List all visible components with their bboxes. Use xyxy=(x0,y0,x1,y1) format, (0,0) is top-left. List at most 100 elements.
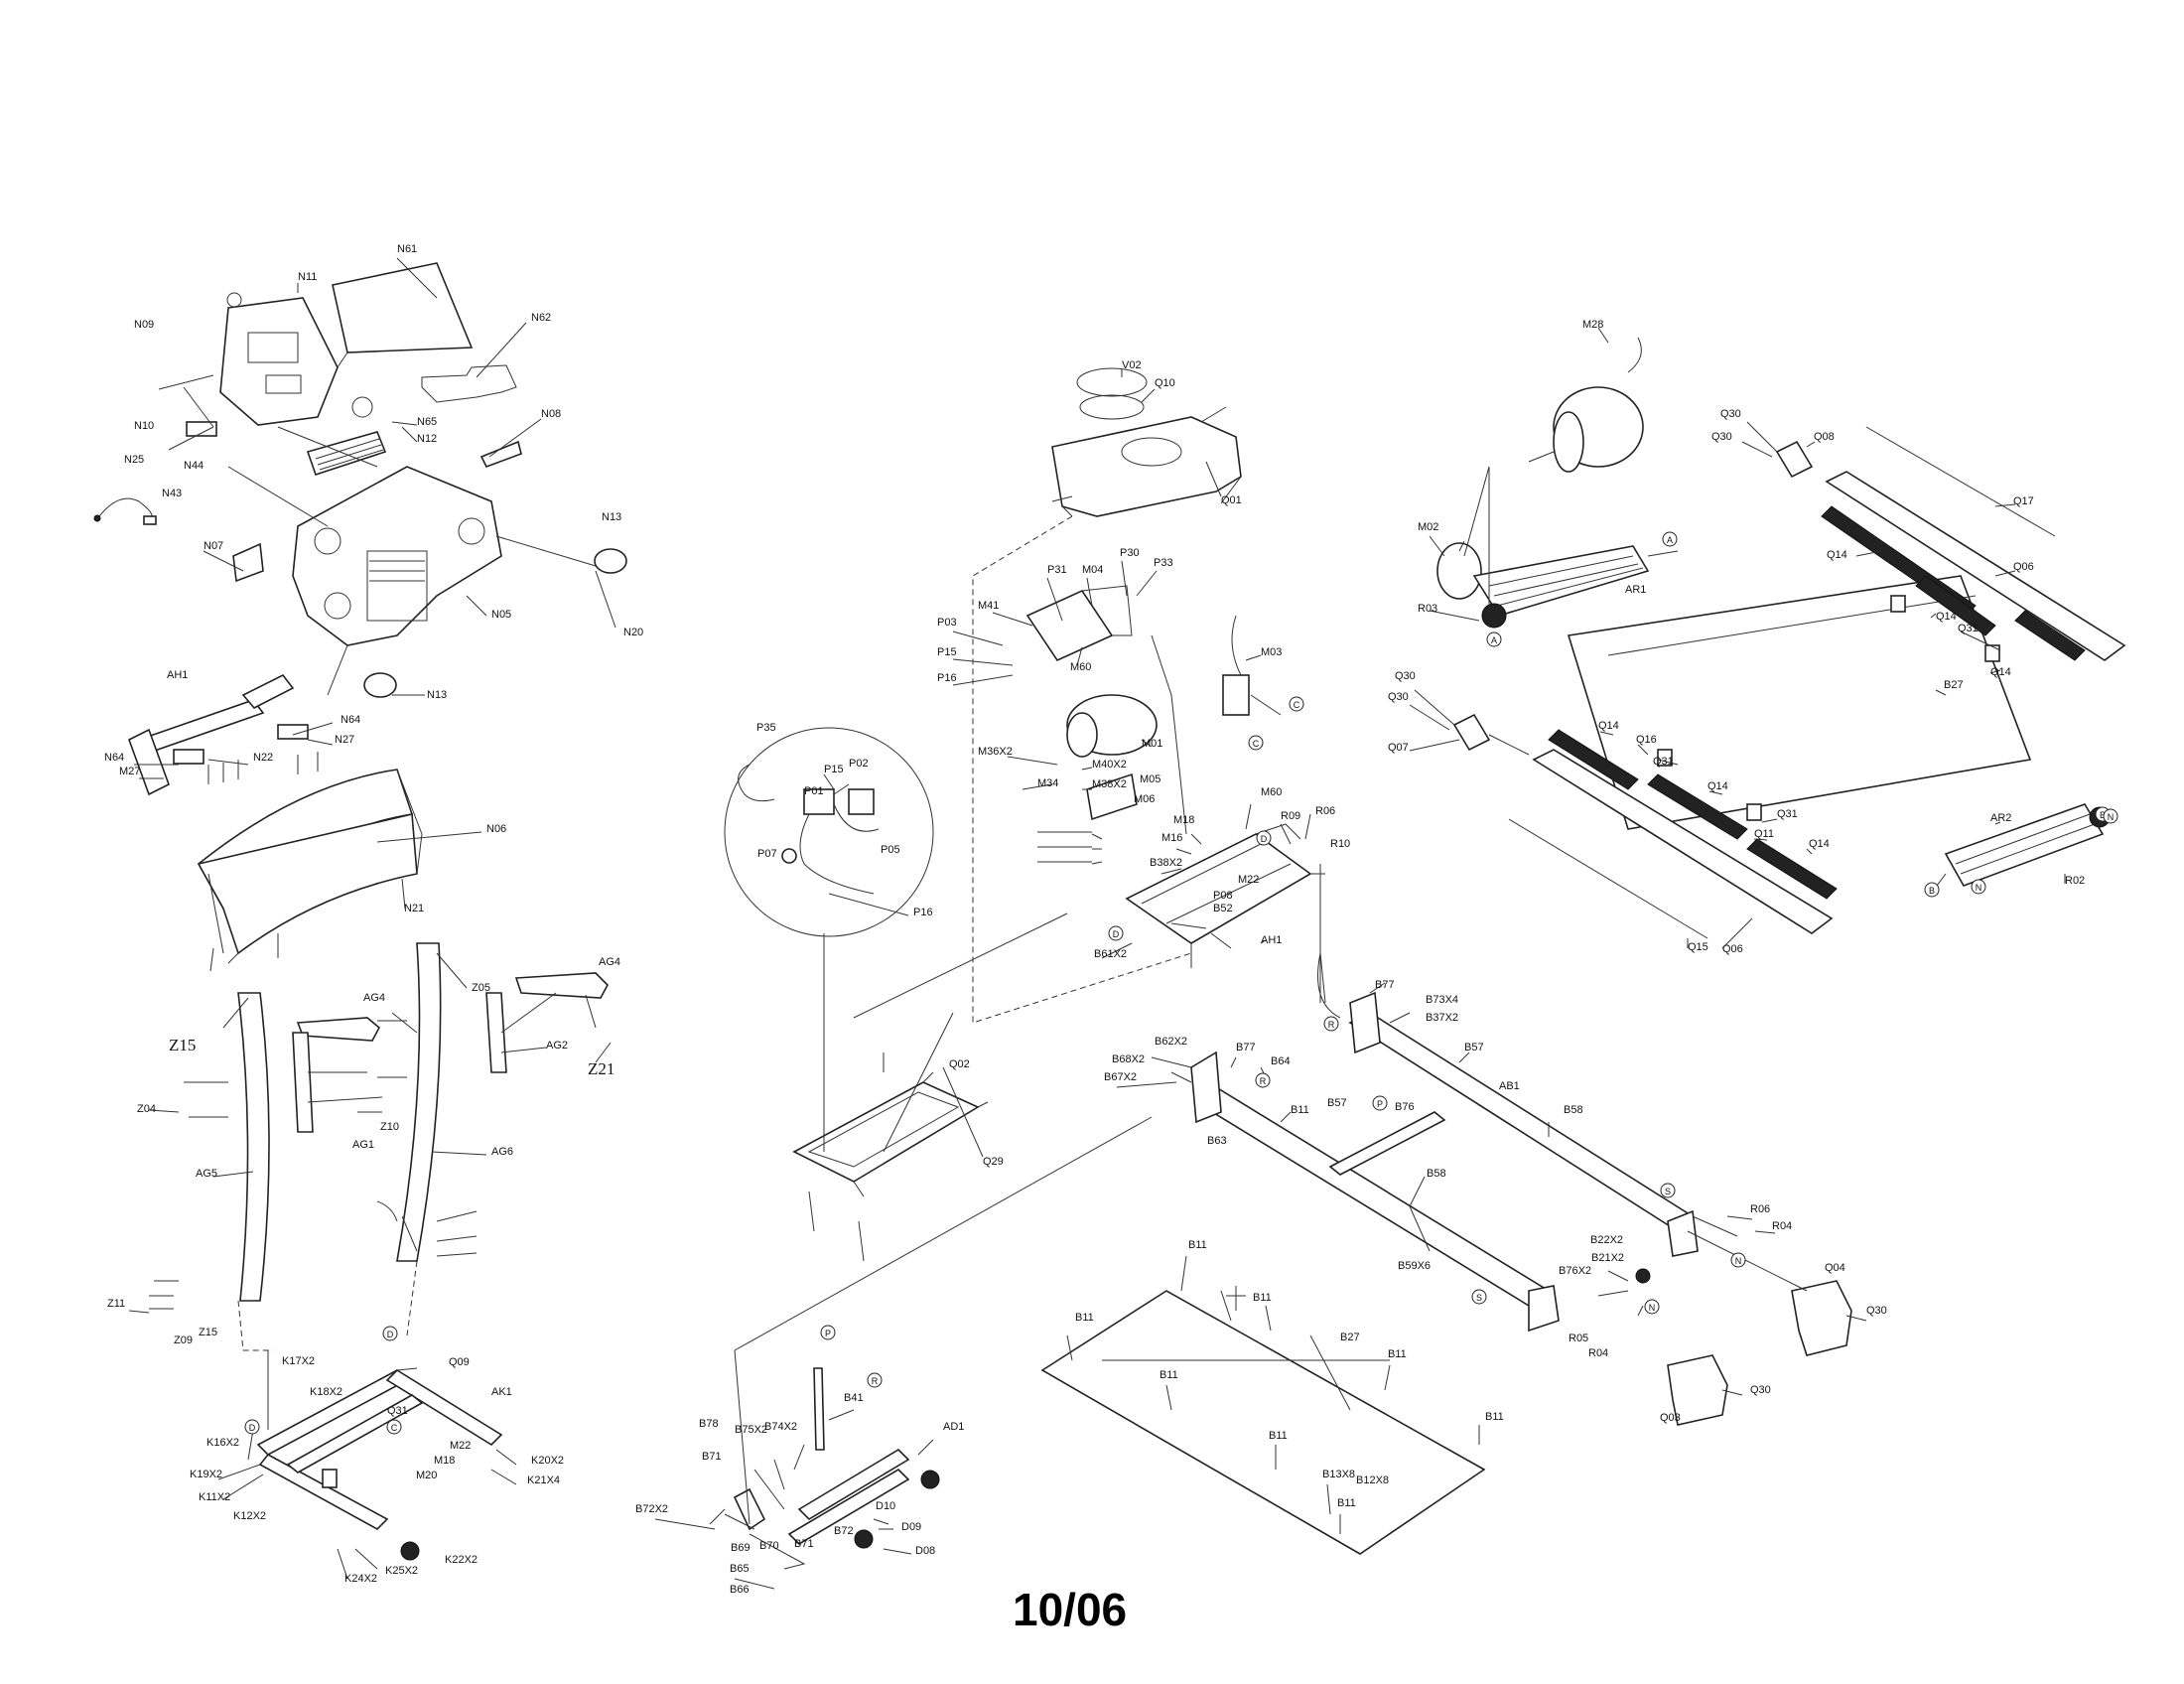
part-label: Z09 xyxy=(174,1334,193,1346)
callout-letter: C xyxy=(1294,700,1300,710)
tread-q14-6 xyxy=(1746,838,1838,900)
part-label: M06 xyxy=(1134,793,1155,805)
part-label: Q03 xyxy=(1660,1412,1681,1424)
part-label: Q14 xyxy=(1827,549,1847,561)
callout-marker: N xyxy=(1730,1252,1746,1268)
part-label: M28 xyxy=(1582,319,1603,331)
end-cap-q03 xyxy=(1667,1354,1728,1426)
part-label: Q02 xyxy=(949,1058,970,1070)
part-label: M60 xyxy=(1261,786,1282,798)
part-label: B72X2 xyxy=(635,1503,668,1515)
roller-pulley xyxy=(1481,603,1507,629)
callout-circle xyxy=(382,1326,398,1341)
right-leaders xyxy=(1458,467,1490,606)
part-label: N65 xyxy=(417,416,437,428)
callout-marker: N xyxy=(1644,1299,1660,1315)
part-label: B21X2 xyxy=(1591,1252,1624,1264)
rear-roller-ar2 xyxy=(1944,803,2105,887)
part-label: AG2 xyxy=(546,1040,568,1052)
callout-letter: B xyxy=(1929,886,1935,896)
part-label: AG1 xyxy=(352,1139,374,1151)
part-label: B11 xyxy=(1188,1239,1207,1251)
part-label: B27 xyxy=(1340,1332,1360,1343)
part-label: Q01 xyxy=(1221,494,1242,506)
lower-shroud-n06 xyxy=(197,769,482,972)
tray-q02 xyxy=(792,1052,989,1262)
callout-letter: N xyxy=(1735,1256,1742,1266)
part-label: Q29 xyxy=(983,1156,1004,1168)
part-label: P16 xyxy=(937,672,957,684)
part-label: Z05 xyxy=(472,982,490,994)
ring-q10 xyxy=(1079,394,1145,420)
part-label: B66 xyxy=(730,1584,750,1596)
clip-n43 xyxy=(143,515,157,525)
callout-marker: R xyxy=(1255,1072,1271,1088)
part-label: P31 xyxy=(1047,564,1067,576)
part-label: B71 xyxy=(794,1538,814,1550)
sensor-n64-left xyxy=(173,749,205,765)
frame-side-rail-right xyxy=(1348,1012,1695,1233)
part-label: P03 xyxy=(937,617,957,629)
part-label: M22 xyxy=(450,1440,471,1452)
part-label: B61X2 xyxy=(1094,948,1127,960)
callout-circle xyxy=(1644,1299,1660,1315)
console-group xyxy=(93,257,627,698)
part-label: AR2 xyxy=(1990,812,2011,824)
callout-circle xyxy=(244,1419,260,1435)
spacer-q31-d xyxy=(1746,803,1762,821)
part-label: N64 xyxy=(341,714,360,726)
callout-circle xyxy=(1924,882,1940,898)
callout-letter: C xyxy=(1253,739,1260,749)
part-label: R06 xyxy=(1315,805,1335,817)
part-label: M03 xyxy=(1261,646,1282,658)
frame-foot xyxy=(322,1469,338,1488)
callout-circle xyxy=(820,1325,836,1340)
part-label: M60 xyxy=(1070,661,1091,673)
part-label: D08 xyxy=(915,1545,935,1557)
part-label: Q10 xyxy=(1155,377,1175,389)
strip-q15 xyxy=(1508,818,1708,939)
part-label: P16 xyxy=(913,907,933,918)
center-leader-2 xyxy=(1151,634,1187,835)
part-label: Q07 xyxy=(1388,742,1409,754)
part-label: B65 xyxy=(730,1563,750,1575)
part-label: M01 xyxy=(1142,738,1162,750)
callout-circle xyxy=(1471,1289,1487,1305)
part-label: B12X8 xyxy=(1356,1474,1389,1486)
part-label: N13 xyxy=(427,689,447,701)
callout-marker: R xyxy=(1323,1016,1339,1032)
callout-letter: R xyxy=(872,1376,879,1386)
part-label: P02 xyxy=(849,758,869,770)
handlebar-ah1 xyxy=(128,673,334,796)
hood-window xyxy=(1121,437,1182,467)
callout-circle xyxy=(1323,1016,1339,1032)
part-label: N09 xyxy=(134,319,154,331)
ring-n13-upper xyxy=(594,548,627,574)
callout-letter: D xyxy=(249,1423,256,1433)
part-label: Z10 xyxy=(380,1121,399,1133)
part-label: N08 xyxy=(541,408,561,420)
callout-marker: S xyxy=(1471,1289,1487,1305)
part-label: N27 xyxy=(335,734,354,746)
part-label: P08 xyxy=(1213,890,1233,902)
part-label: B77 xyxy=(1236,1042,1256,1053)
part-label: Q14 xyxy=(1598,720,1619,732)
callout-marker: N xyxy=(2103,808,2118,824)
part-label: B76X2 xyxy=(1559,1265,1591,1277)
part-label: P07 xyxy=(757,848,777,860)
part-label: D09 xyxy=(901,1521,921,1533)
console-body-n05 xyxy=(292,466,502,646)
callout-marker: A xyxy=(1662,531,1678,547)
callout-letter: N xyxy=(1976,883,1982,893)
callout-letter: A xyxy=(1491,635,1497,645)
callout-letter: B xyxy=(2100,810,2106,820)
tread-q14-5 xyxy=(1647,773,1748,840)
part-label: M34 xyxy=(1037,777,1058,789)
bracket-n62 xyxy=(421,364,517,403)
display-window xyxy=(247,332,299,363)
ring-n13-lower xyxy=(363,672,397,698)
part-label: Q31 xyxy=(1958,623,1979,634)
callout-letter: A xyxy=(1667,535,1673,545)
part-label: B70 xyxy=(759,1540,779,1552)
part-label: K24X2 xyxy=(344,1573,377,1585)
